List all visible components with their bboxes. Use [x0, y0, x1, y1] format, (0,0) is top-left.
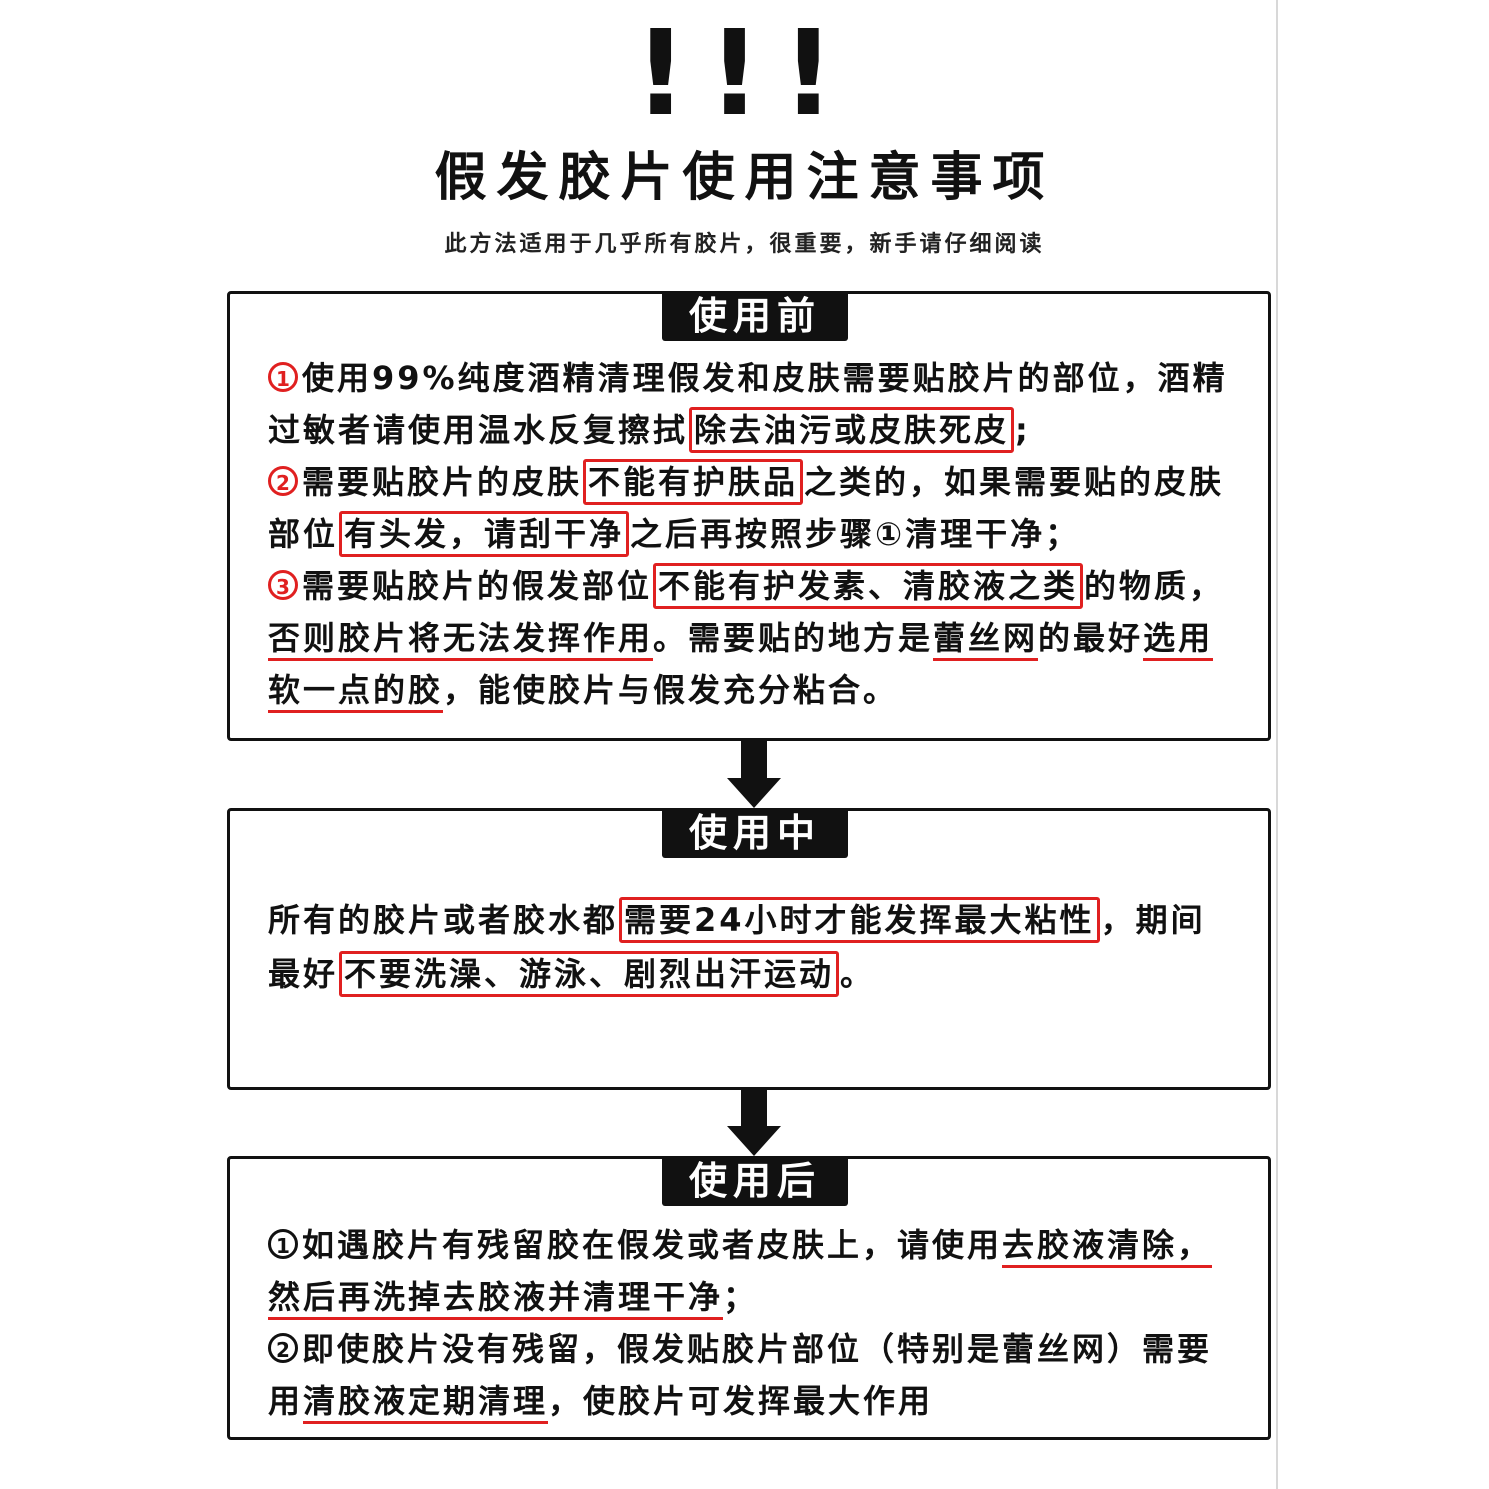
step-3-text-mid: 的物质，: [1084, 567, 1225, 605]
page-title: 假发胶片使用注意事项: [434, 148, 1055, 208]
step-1-tail: ;: [1015, 411, 1031, 449]
panel-label-during-use: 使用中: [662, 808, 848, 858]
during-text: 所有的胶片或者胶水都: [268, 901, 619, 939]
highlight-box: 需要24小时才能发挥最大粘性: [619, 897, 1100, 943]
step-2-tail: 之后再按照步骤①清理干净；: [630, 515, 1081, 553]
during-tail: 。: [840, 955, 876, 993]
highlight-box: 有头发，请刮干净: [339, 511, 630, 557]
after-step-2-tail: ，使胶片可发挥最大作用: [548, 1382, 934, 1420]
underline-emphasis: 去胶液清除，然后再洗掉去胶液并清理干净: [268, 1226, 1213, 1320]
panel-label-after-use: 使用后: [662, 1156, 848, 1206]
step-3-text-mid-2: 。需要贴的地方是: [653, 619, 934, 657]
during-paragraph: 所有的胶片或者胶水都需要24小时才能发挥最大粘性，期间最好不要洗澡、游泳、剧烈出…: [268, 893, 1238, 1001]
after-step-1-text: 如遇胶片有残留胶在假发或者皮肤上，请使用: [302, 1226, 1003, 1264]
after-step-1-tail: ；: [723, 1278, 759, 1316]
step-number-badge: 2: [268, 466, 298, 496]
after-step-2-text: 即使胶片没有残留，假发贴胶片部位（特别是蕾丝网）需要用: [268, 1330, 1213, 1420]
underline-emphasis: 蕾丝网: [933, 619, 1039, 661]
step-3-text-mid-3: 的最好: [1038, 619, 1144, 657]
underline-emphasis: 清胶液定期清理: [303, 1382, 549, 1424]
highlight-box: 不能有护发素、清胶液之类: [653, 563, 1084, 609]
step-1-text: 使用99%纯度酒精清理假发和皮肤需要贴胶片的部位，酒精过敏者请使用温水反复擦拭: [268, 359, 1228, 449]
during-text-mid: ，期间最好: [268, 901, 1206, 993]
step-number-badge: 1: [268, 362, 298, 392]
underline-emphasis: 选用软一点的胶: [268, 619, 1214, 713]
step-number-badge: 2: [268, 1333, 298, 1363]
step-3-tail: ，能使胶片与假发充分粘合。: [443, 671, 899, 709]
panel-during-use: 使用中 所有的胶片或者胶水都需要24小时才能发挥最大粘性，期间最好不要洗澡、游泳…: [227, 808, 1271, 1090]
exclamation-marks: !!!: [633, 4, 856, 142]
underline-emphasis: 否则胶片将无法发挥作用: [268, 619, 654, 661]
panel-label-before-use: 使用前: [662, 291, 848, 341]
page-edge-divider: [1276, 0, 1278, 1489]
step-2-text: 需要贴胶片的皮肤: [302, 463, 583, 501]
down-arrow-icon: [727, 1090, 781, 1156]
highlight-box: 不要洗澡、游泳、剧烈出汗运动: [339, 951, 840, 997]
step-number-badge: 1: [268, 1229, 298, 1259]
panel-body-during-use: 所有的胶片或者胶水都需要24小时才能发挥最大粘性，期间最好不要洗澡、游泳、剧烈出…: [268, 893, 1238, 1001]
down-arrow-icon: [727, 741, 781, 808]
page-subtitle: 此方法适用于几乎所有胶片，很重要，新手请仔细阅读: [444, 232, 1045, 257]
step-2-text-mid: 之类的，如果需要贴的皮肤部位: [268, 463, 1225, 553]
step-number-badge: 3: [268, 570, 298, 600]
highlight-box: 除去油污或皮肤死皮: [689, 407, 1015, 453]
step-3-text: 需要贴胶片的假发部位: [302, 567, 653, 605]
highlight-box: 不能有护肤品: [583, 459, 804, 505]
